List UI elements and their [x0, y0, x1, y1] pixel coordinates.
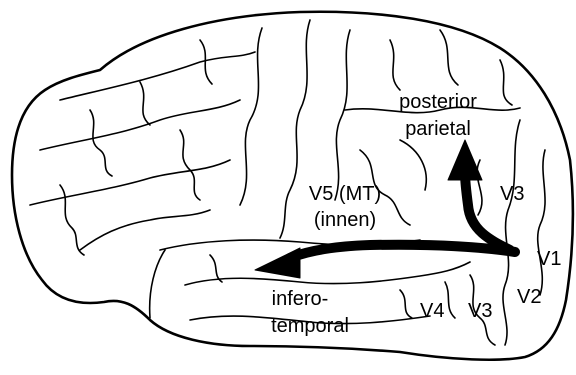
posterior-parietal-label-2: parietal	[405, 118, 471, 140]
v3-lower-label: V3	[468, 300, 492, 322]
v5-label-2: (innen)	[314, 209, 376, 231]
v1-label: V1	[537, 248, 561, 270]
v5-label-1: V5 (MT)	[309, 183, 381, 205]
v2-label: V2	[517, 286, 541, 308]
inferotemporal-label-1: infero-	[272, 288, 329, 310]
inferotemporal-label-2: temporal	[271, 315, 349, 337]
posterior-parietal-label-1: posterior	[399, 91, 477, 113]
v4-label: V4	[420, 300, 444, 322]
v3-upper-label: V3	[500, 183, 524, 205]
